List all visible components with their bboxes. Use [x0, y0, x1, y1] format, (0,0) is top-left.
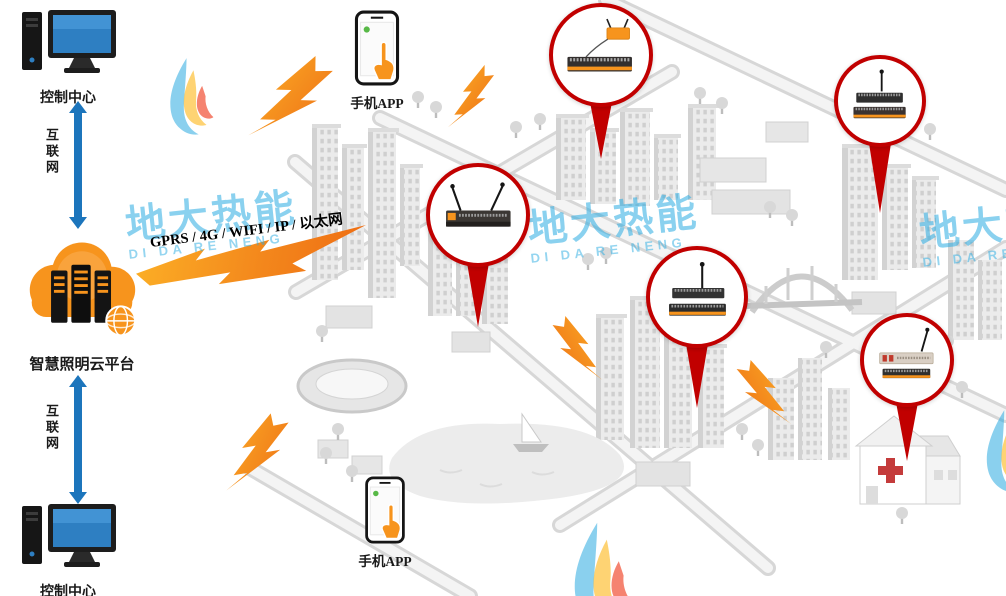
callout-gateway-and-controller — [549, 3, 653, 159]
arrow-up-icon — [69, 101, 87, 113]
device-controller-icon — [445, 182, 511, 227]
arrow-down-icon — [69, 217, 87, 229]
callout-pointer-icon — [868, 137, 892, 213]
mobile-app-bottom-label: 手机APP — [358, 554, 412, 569]
internet-bottom-label: 互联网 — [44, 404, 59, 452]
callout-dual-antenna-controller — [426, 163, 530, 327]
server-racks-icon — [51, 264, 112, 323]
touch-hand-icon — [372, 41, 395, 81]
control-center-bottom: 控制中心 — [12, 502, 124, 596]
touch-hand-icon — [381, 504, 402, 540]
device-controller-icon — [668, 261, 726, 316]
internet-link-arrow-top — [69, 101, 87, 229]
device-controller-icon — [853, 69, 906, 118]
cloud-platform-label: 智慧照明云平台 — [29, 357, 135, 373]
callout-antenna-dual-modules — [834, 55, 926, 213]
device-controller-icon — [879, 327, 934, 379]
desktop-computer-icon — [22, 504, 116, 567]
bridge — [743, 266, 863, 314]
callout-stacked-controllers — [646, 246, 748, 408]
smartphone-icon — [365, 476, 405, 544]
device-gateway-icon — [567, 18, 632, 72]
callout-pointer-icon — [466, 257, 490, 327]
mobile-app-bottom: 手机APP — [356, 476, 414, 570]
callout-pointer-icon — [895, 397, 919, 461]
cloud-server-icon — [29, 242, 137, 337]
arrow-down-icon — [69, 492, 87, 504]
globe-icon — [105, 305, 137, 337]
stadium — [296, 358, 408, 414]
callout-controller-pair — [860, 313, 954, 461]
smartphone-icon — [354, 10, 400, 86]
desktop-computer-icon — [22, 10, 116, 73]
internet-top-label: 互联网 — [44, 128, 59, 176]
control-center-top-label: 控制中心 — [40, 91, 96, 106]
internet-link-arrow-bottom — [69, 375, 87, 504]
callout-pointer-icon — [589, 97, 613, 159]
control-center-bottom-label: 控制中心 — [40, 585, 96, 596]
arrow-up-icon — [69, 375, 87, 387]
mobile-app-top: 手机APP — [346, 10, 408, 112]
mobile-app-top-label: 手机APP — [350, 96, 404, 111]
lake — [389, 412, 624, 504]
cloud-platform: 智慧照明云平台 — [12, 228, 152, 374]
callout-pointer-icon — [685, 338, 709, 408]
control-center-top: 控制中心 — [12, 8, 124, 107]
